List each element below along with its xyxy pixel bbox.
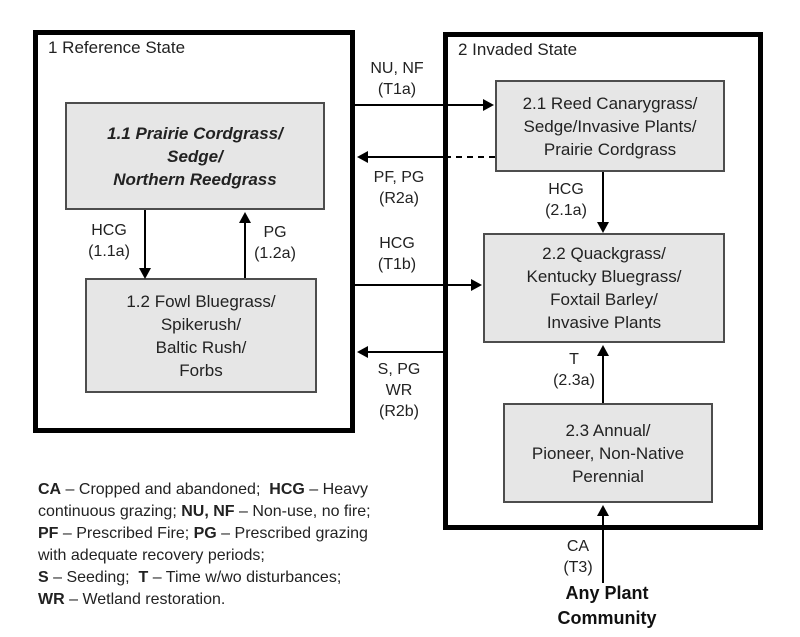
legend-code: PG	[193, 525, 217, 542]
any-plant-community-label: Any Plant Community	[527, 581, 687, 631]
arrow-line-2-1a	[602, 172, 604, 223]
community-box-2-1: 2.1 Reed Canarygrass/ Sedge/Invasive Pla…	[495, 80, 725, 172]
legend-code: NU, NF	[181, 503, 235, 520]
legend-code: WR	[38, 591, 65, 608]
reference-state-title: 1 Reference State	[48, 38, 186, 57]
arrow-label-id: (1.2a)	[254, 245, 296, 262]
community-box-2-2-line: 2.2 Quackgrass/	[542, 244, 666, 263]
community-box-2-2-line: Foxtail Barley/	[550, 290, 658, 309]
arrowhead-left-icon	[357, 151, 368, 163]
community-box-2-2-line: Kentucky Bluegrass/	[526, 267, 682, 286]
arrow-label-code: HCG	[548, 181, 584, 198]
arrow-label-2-1a: HCG (2.1a)	[526, 179, 606, 221]
legend-code: S	[38, 569, 49, 586]
legend-line: with adequate recovery periods;	[38, 545, 371, 567]
arrowhead-down-icon	[597, 222, 609, 233]
arrow-line-r2b	[368, 351, 445, 353]
arrow-line-r2a-dashed	[445, 156, 495, 158]
community-box-1-2-line: Forbs	[179, 360, 223, 380]
arrow-label-r2b: S, PG WR (R2b)	[357, 359, 441, 422]
legend-text: – Non-use, no fire;	[234, 503, 371, 520]
arrow-label-code: PG	[263, 224, 287, 241]
arrow-label-t1a: NU, NF (T1a)	[355, 58, 439, 100]
arrowhead-right-icon	[483, 99, 494, 111]
legend-text: – Prescribed Fire;	[58, 525, 194, 542]
arrow-label-1-1a: HCG (1.1a)	[69, 220, 149, 262]
legend-text: – Wetland restoration.	[64, 591, 226, 608]
any-plant-line: Any Plant	[565, 583, 649, 603]
legend-text: – Heavy	[304, 481, 368, 498]
community-box-1-2-line: 1.2 Fowl Bluegrass/	[126, 291, 276, 311]
legend-text: – Time w/wo disturbances;	[148, 569, 342, 586]
legend-code: HCG	[269, 481, 305, 498]
arrowhead-up-icon	[597, 345, 609, 356]
legend-text: – Prescribed grazing	[216, 525, 368, 542]
arrowhead-left-icon	[357, 346, 368, 358]
arrow-label-t3: CA (T3)	[538, 536, 618, 578]
any-plant-line: Community	[557, 608, 657, 628]
invaded-state-title: 2 Invaded State	[458, 40, 578, 59]
arrow-label-code: HCG	[379, 235, 415, 252]
community-box-1-1-line: Northern Reedgrass	[113, 169, 277, 189]
legend-line: continuous grazing; NU, NF – Non-use, no…	[38, 501, 371, 523]
legend-line: S – Seeding; T – Time w/wo disturbances;	[38, 567, 371, 589]
arrow-label-code: NU, NF	[370, 60, 424, 77]
arrow-label-code: T	[569, 351, 579, 368]
community-box-2-1-line: Prairie Cordgrass	[543, 139, 677, 159]
arrow-line-t1b	[355, 284, 471, 286]
arrow-label-id: (T3)	[563, 559, 593, 576]
community-box-1-2-line: Baltic Rush/	[155, 337, 247, 357]
legend-line: WR – Wetland restoration.	[38, 589, 371, 611]
legend: CA – Cropped and abandoned; HCG – Heavy …	[38, 479, 371, 611]
arrow-line-1-1a	[144, 210, 146, 268]
community-box-1-2-line: Spikerush/	[160, 314, 242, 334]
community-box-2-2-line: Invasive Plants	[546, 313, 662, 332]
legend-code: PF	[38, 525, 59, 542]
arrow-label-id: (R2a)	[378, 190, 419, 207]
community-box-1-1: 1.1 Prairie Cordgrass/ Sedge/ Northern R…	[65, 102, 325, 210]
community-box-2-3-line: Pioneer, Non-Native	[531, 443, 685, 463]
arrow-label-id: (R2b)	[378, 403, 419, 420]
arrow-line-t3	[602, 516, 604, 583]
community-box-2-3-line: 2.3 Annual/	[565, 420, 651, 440]
community-box-1-2: 1.2 Fowl Bluegrass/ Spikerush/ Baltic Ru…	[85, 278, 317, 393]
arrow-label-code: CA	[566, 538, 590, 555]
arrowhead-up-icon	[597, 505, 609, 516]
arrow-line-t1a	[355, 104, 483, 106]
arrow-label-1-2a: PG (1.2a)	[235, 222, 315, 264]
arrowhead-up-icon	[239, 212, 251, 223]
arrow-label-id: (T1a)	[377, 81, 417, 98]
arrow-label-code: S, PG	[377, 361, 421, 378]
arrow-label-id: (T1b)	[377, 256, 417, 273]
community-box-2-2: 2.2 Quackgrass/ Kentucky Bluegrass/ Foxt…	[483, 233, 725, 343]
arrow-line-1-2a	[244, 223, 246, 278]
legend-line: CA – Cropped and abandoned; HCG – Heavy	[38, 479, 371, 501]
legend-text: – Cropped and abandoned;	[61, 481, 270, 498]
community-box-1-1-line: 1.1 Prairie Cordgrass/	[107, 123, 283, 143]
community-box-2-1-line: Sedge/Invasive Plants/	[523, 116, 697, 136]
arrow-label-id: (1.1a)	[88, 243, 130, 260]
community-box-2-1-line: 2.1 Reed Canarygrass/	[522, 93, 698, 113]
arrow-label-id: (2.3a)	[553, 372, 595, 389]
arrow-line-r2a-solid	[368, 156, 445, 158]
legend-code: CA	[38, 481, 62, 498]
arrowhead-right-icon	[471, 279, 482, 291]
arrow-label-2-3a: T (2.3a)	[534, 349, 614, 391]
arrow-label-id: (2.1a)	[545, 202, 587, 219]
arrow-label-r2a: PF, PG (R2a)	[357, 167, 441, 209]
arrow-label-code: WR	[385, 382, 413, 399]
legend-line: PF – Prescribed Fire; PG – Prescribed gr…	[38, 523, 371, 545]
arrow-label-t1b: HCG (T1b)	[355, 233, 439, 275]
legend-text: – Seeding;	[48, 569, 139, 586]
arrow-label-code: PF, PG	[373, 169, 425, 186]
arrow-line-2-3a	[602, 356, 604, 403]
legend-code: T	[138, 569, 149, 586]
community-box-1-1-line: Sedge/	[167, 146, 223, 166]
arrow-label-code: HCG	[91, 222, 127, 239]
arrowhead-down-icon	[139, 268, 151, 279]
community-box-2-3-line: Perennial	[572, 466, 644, 486]
legend-text: continuous grazing;	[38, 503, 182, 520]
community-box-2-3: 2.3 Annual/ Pioneer, Non-Native Perennia…	[503, 403, 713, 503]
legend-text: with adequate recovery periods;	[38, 547, 265, 564]
